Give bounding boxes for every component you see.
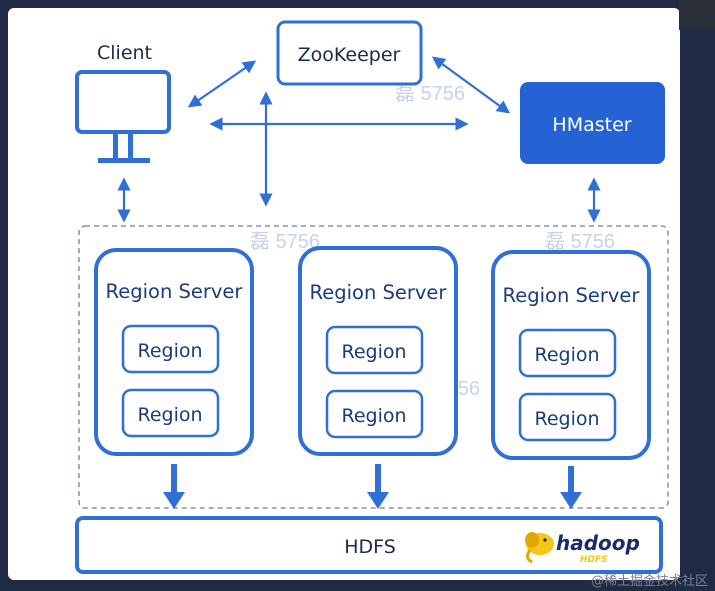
region-box: [325, 389, 424, 439]
client-label: Client: [97, 42, 152, 64]
hdfs-node: [75, 516, 663, 574]
regionserver-cluster-boundary: [78, 225, 669, 509]
corner-overlay: [679, 0, 715, 30]
zookeeper-hmaster-arrow: [431, 56, 511, 114]
region-box: [121, 388, 220, 438]
region-server-3: Region Server Region Region: [491, 250, 651, 460]
region-label: Region: [341, 405, 406, 427]
hmaster-node: [520, 82, 665, 164]
hadoop-elephant-logo: [525, 532, 554, 564]
client-zookeeper-arrow: [187, 60, 257, 108]
hdfs-label: HDFS: [344, 536, 396, 558]
hadoop-logo-subtext: HDFS: [580, 555, 608, 565]
region-label: Region: [534, 408, 599, 430]
region-server-2: Region Server Region Region: [298, 246, 458, 456]
region-box: [325, 325, 424, 375]
region-server-title: Region Server: [106, 280, 244, 303]
hmaster-label: HMaster: [552, 114, 631, 136]
footer-credit: @稀土掘金技术社区: [591, 573, 708, 589]
region-server-1: Region Server Region Region: [94, 248, 254, 456]
region-label: Region: [137, 404, 202, 426]
watermark-text: 磊 5756: [395, 83, 465, 105]
monitor-icon: [75, 70, 171, 163]
region-box: [121, 324, 220, 374]
region-label: Region: [341, 341, 406, 363]
region-label: Region: [137, 340, 202, 362]
region-box: [518, 392, 617, 442]
region-label: Region: [534, 344, 599, 366]
region-box: [518, 328, 617, 378]
watermark-text: 磊 5756: [250, 231, 320, 253]
zookeeper-label: ZooKeeper: [298, 44, 401, 66]
region-server-title: Region Server: [503, 284, 641, 307]
hadoop-logo-text: hadoop: [556, 531, 640, 555]
zookeeper-node: [276, 20, 423, 86]
region-server-title: Region Server: [310, 281, 448, 304]
regionserver-hdfs-arrows: [163, 464, 582, 509]
watermark-text: 磊 5756: [545, 231, 615, 253]
